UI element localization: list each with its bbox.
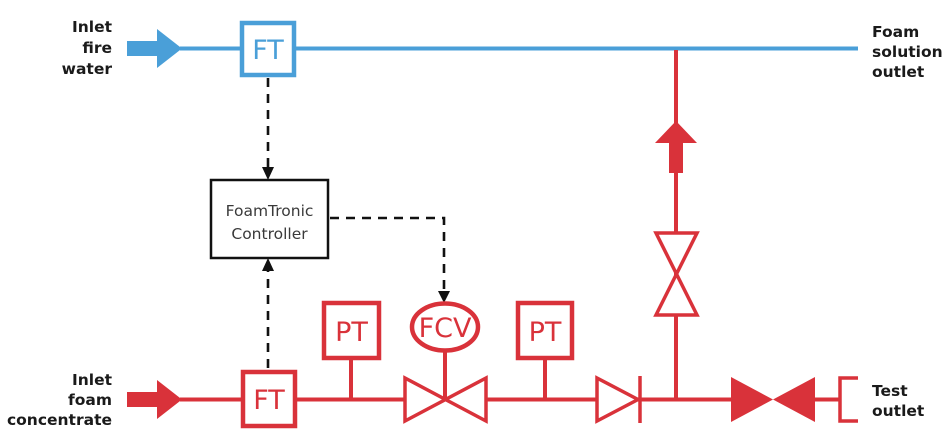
signal-controller-to-fcv <box>330 216 446 291</box>
open-end-icon <box>838 376 858 423</box>
controller-label-line2: Controller <box>231 225 308 243</box>
fcv-label: FCV <box>419 313 472 344</box>
pressure-transmitter-downstream[interactable]: PT <box>515 300 575 361</box>
label-test-outlet: Test outlet <box>872 382 925 420</box>
label-line: Foam <box>872 23 919 41</box>
controller-label-line1: FoamTronic <box>226 202 314 220</box>
foamtronic-controller[interactable]: FoamTronic Controller <box>209 178 330 260</box>
label-line: foam <box>68 391 112 409</box>
label-inlet-foam-concentrate: Inlet foam concentrate <box>7 371 113 429</box>
arrow-down-icon <box>438 291 450 303</box>
arrow-right-icon <box>127 29 182 68</box>
label-line: solution <box>872 43 943 61</box>
water-ft-label: FT <box>252 35 284 66</box>
label-foam-solution-outlet: Foam solution outlet <box>872 23 943 81</box>
foam-ft-label: FT <box>253 385 285 416</box>
label-line: Test <box>872 382 908 400</box>
pt-downstream-label: PT <box>529 317 562 348</box>
label-line: Inlet <box>72 18 113 36</box>
label-line: Inlet <box>72 371 113 389</box>
signal-lines <box>262 78 450 368</box>
foam-flow-transmitter[interactable]: FT <box>240 369 298 429</box>
pt-upstream-label: PT <box>335 317 368 348</box>
label-line: fire <box>82 39 112 57</box>
pressure-transmitter-upstream[interactable]: PT <box>321 300 382 361</box>
label-inlet-fire-water: Inlet fire water <box>62 18 113 78</box>
label-line: water <box>62 60 113 78</box>
label-line: concentrate <box>7 411 112 429</box>
foam-line-group: FT PT FCV PT <box>127 50 858 429</box>
closed-valve-icon[interactable] <box>731 377 815 422</box>
arrow-up-icon <box>655 121 697 173</box>
water-flow-transmitter[interactable]: FT <box>239 20 297 78</box>
arrow-right-icon <box>127 380 182 419</box>
flow-control-valve-actuator[interactable]: FCV <box>409 301 481 353</box>
arrow-down-icon <box>262 167 274 180</box>
water-line-group: FT <box>127 20 858 78</box>
arrow-up-icon <box>262 258 274 271</box>
check-valve-icon[interactable] <box>595 375 642 424</box>
label-line: outlet <box>872 402 925 420</box>
riser-gate-valve-icon[interactable] <box>653 231 700 317</box>
label-line: outlet <box>872 63 925 81</box>
